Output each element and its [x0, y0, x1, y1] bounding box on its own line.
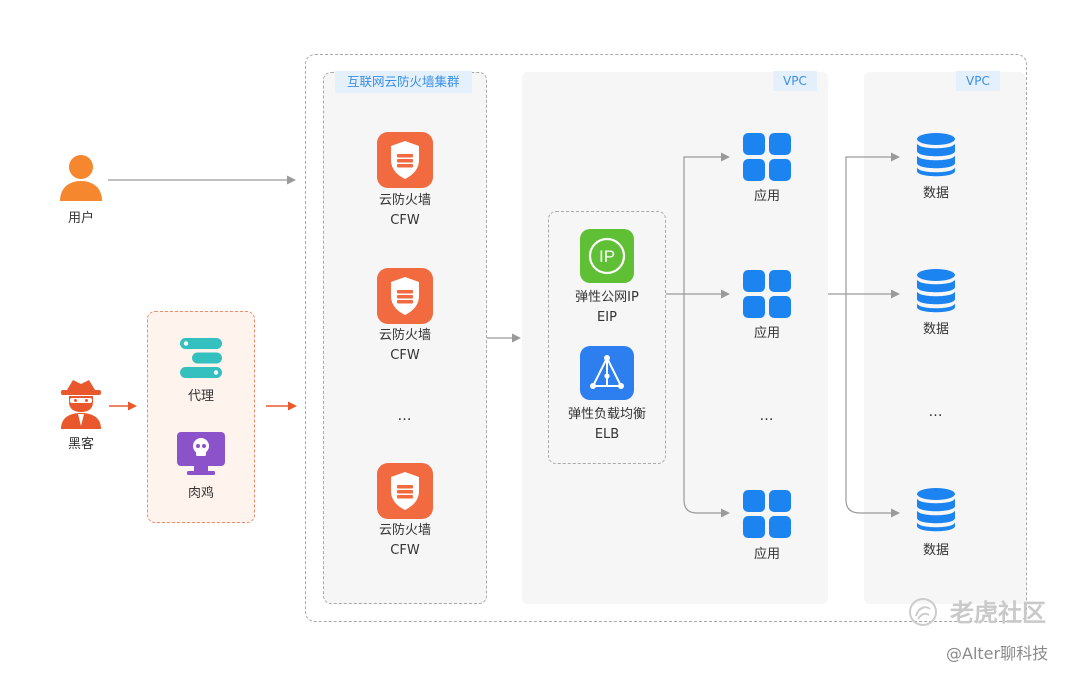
elb-abbr-label: ELB — [594, 427, 620, 442]
app-grid-icon — [743, 490, 791, 538]
database-icon — [917, 133, 955, 177]
cluster-ellipsis: … — [397, 408, 413, 424]
vpc-app-tag: VPC — [773, 71, 817, 91]
app-ellipsis: … — [759, 408, 775, 424]
load-balancer-icon — [580, 346, 634, 400]
firewall-shield-icon — [377, 132, 433, 188]
app-label: 应用 — [753, 189, 780, 204]
hacker-label: 黑客 — [67, 437, 94, 452]
data-label: 数据 — [922, 186, 949, 201]
watermark-logo-icon — [909, 598, 937, 626]
proxy-icon — [180, 338, 222, 378]
watermark-subtitle: @Alter聊科技 — [946, 644, 1049, 663]
app-label: 应用 — [753, 326, 780, 341]
data-label: 数据 — [922, 543, 949, 558]
elb-name-label: 弹性负载均衡 — [567, 407, 646, 422]
data-label: 数据 — [922, 322, 949, 337]
firewall-name-label: 云防火墙 — [378, 328, 431, 343]
vpc-data-tag: VPC — [956, 71, 1000, 91]
watermark-title: 老虎社区 — [950, 599, 1046, 627]
data-ellipsis: … — [928, 404, 944, 420]
firewall-cluster-title: 互联网云防火墙集群 — [335, 71, 472, 93]
hacker-icon — [61, 380, 101, 429]
firewall-name-label: 云防火墙 — [378, 523, 431, 538]
eip-abbr-label: EIP — [597, 310, 617, 325]
firewall-abbr-label: CFW — [390, 348, 420, 363]
firewall-abbr-label: CFW — [390, 543, 420, 558]
person-icon — [60, 155, 102, 201]
zombie-monitor-icon — [177, 432, 225, 475]
svg-text:IP: IP — [599, 247, 615, 266]
outer-boundary-frame — [305, 54, 1027, 622]
user-label: 用户 — [67, 211, 94, 226]
app-grid-icon — [743, 270, 791, 318]
zombie-label: 肉鸡 — [187, 486, 214, 501]
firewall-shield-icon — [377, 463, 433, 519]
ingress-to-apps-bracket — [666, 156, 724, 514]
app-grid-icon — [743, 133, 791, 181]
database-icon — [917, 488, 955, 532]
proxy-label: 代理 — [187, 389, 214, 404]
firewall-shield-icon — [377, 268, 433, 324]
firewall-abbr-label: CFW — [390, 213, 420, 228]
firewall-name-label: 云防火墙 — [378, 193, 431, 208]
apps-to-data-bracket — [828, 156, 894, 514]
app-label: 应用 — [753, 547, 780, 562]
ip-icon: IP — [580, 229, 634, 283]
eip-name-label: 弹性公网IP — [575, 290, 639, 305]
database-icon — [917, 269, 955, 313]
